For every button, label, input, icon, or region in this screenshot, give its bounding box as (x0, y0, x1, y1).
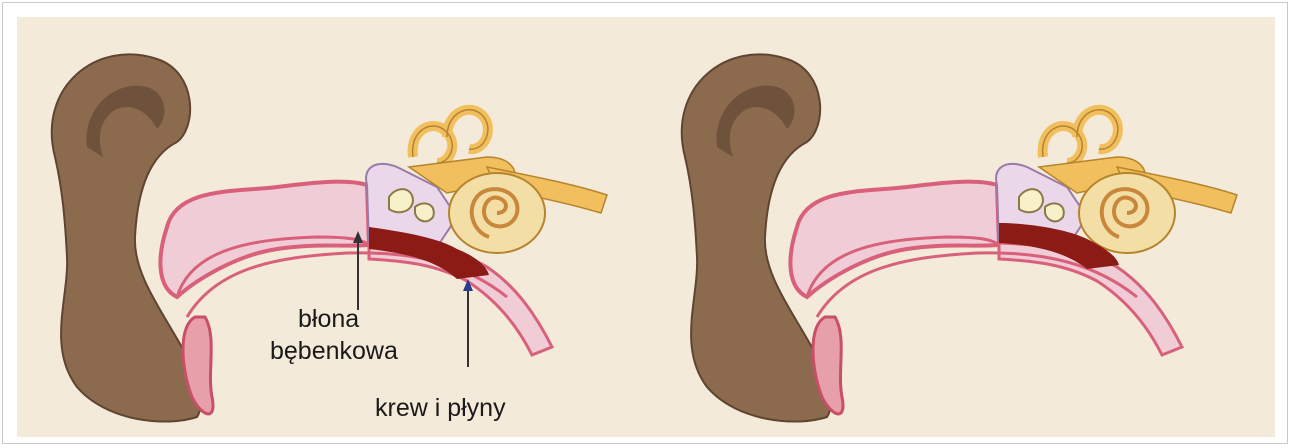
ear-diagrams-svg (17, 17, 1275, 437)
blood-fluid-label: krew i płyny (375, 394, 506, 422)
eardrum-label-line2: bębenkowa (270, 337, 398, 365)
ear-diagram-figure: błona bębenkowa krew i płyny (17, 17, 1275, 437)
eardrum-label-line1: błona (298, 305, 359, 333)
ear-diagram-left (52, 54, 607, 421)
ear-diagram-right (682, 54, 1237, 421)
